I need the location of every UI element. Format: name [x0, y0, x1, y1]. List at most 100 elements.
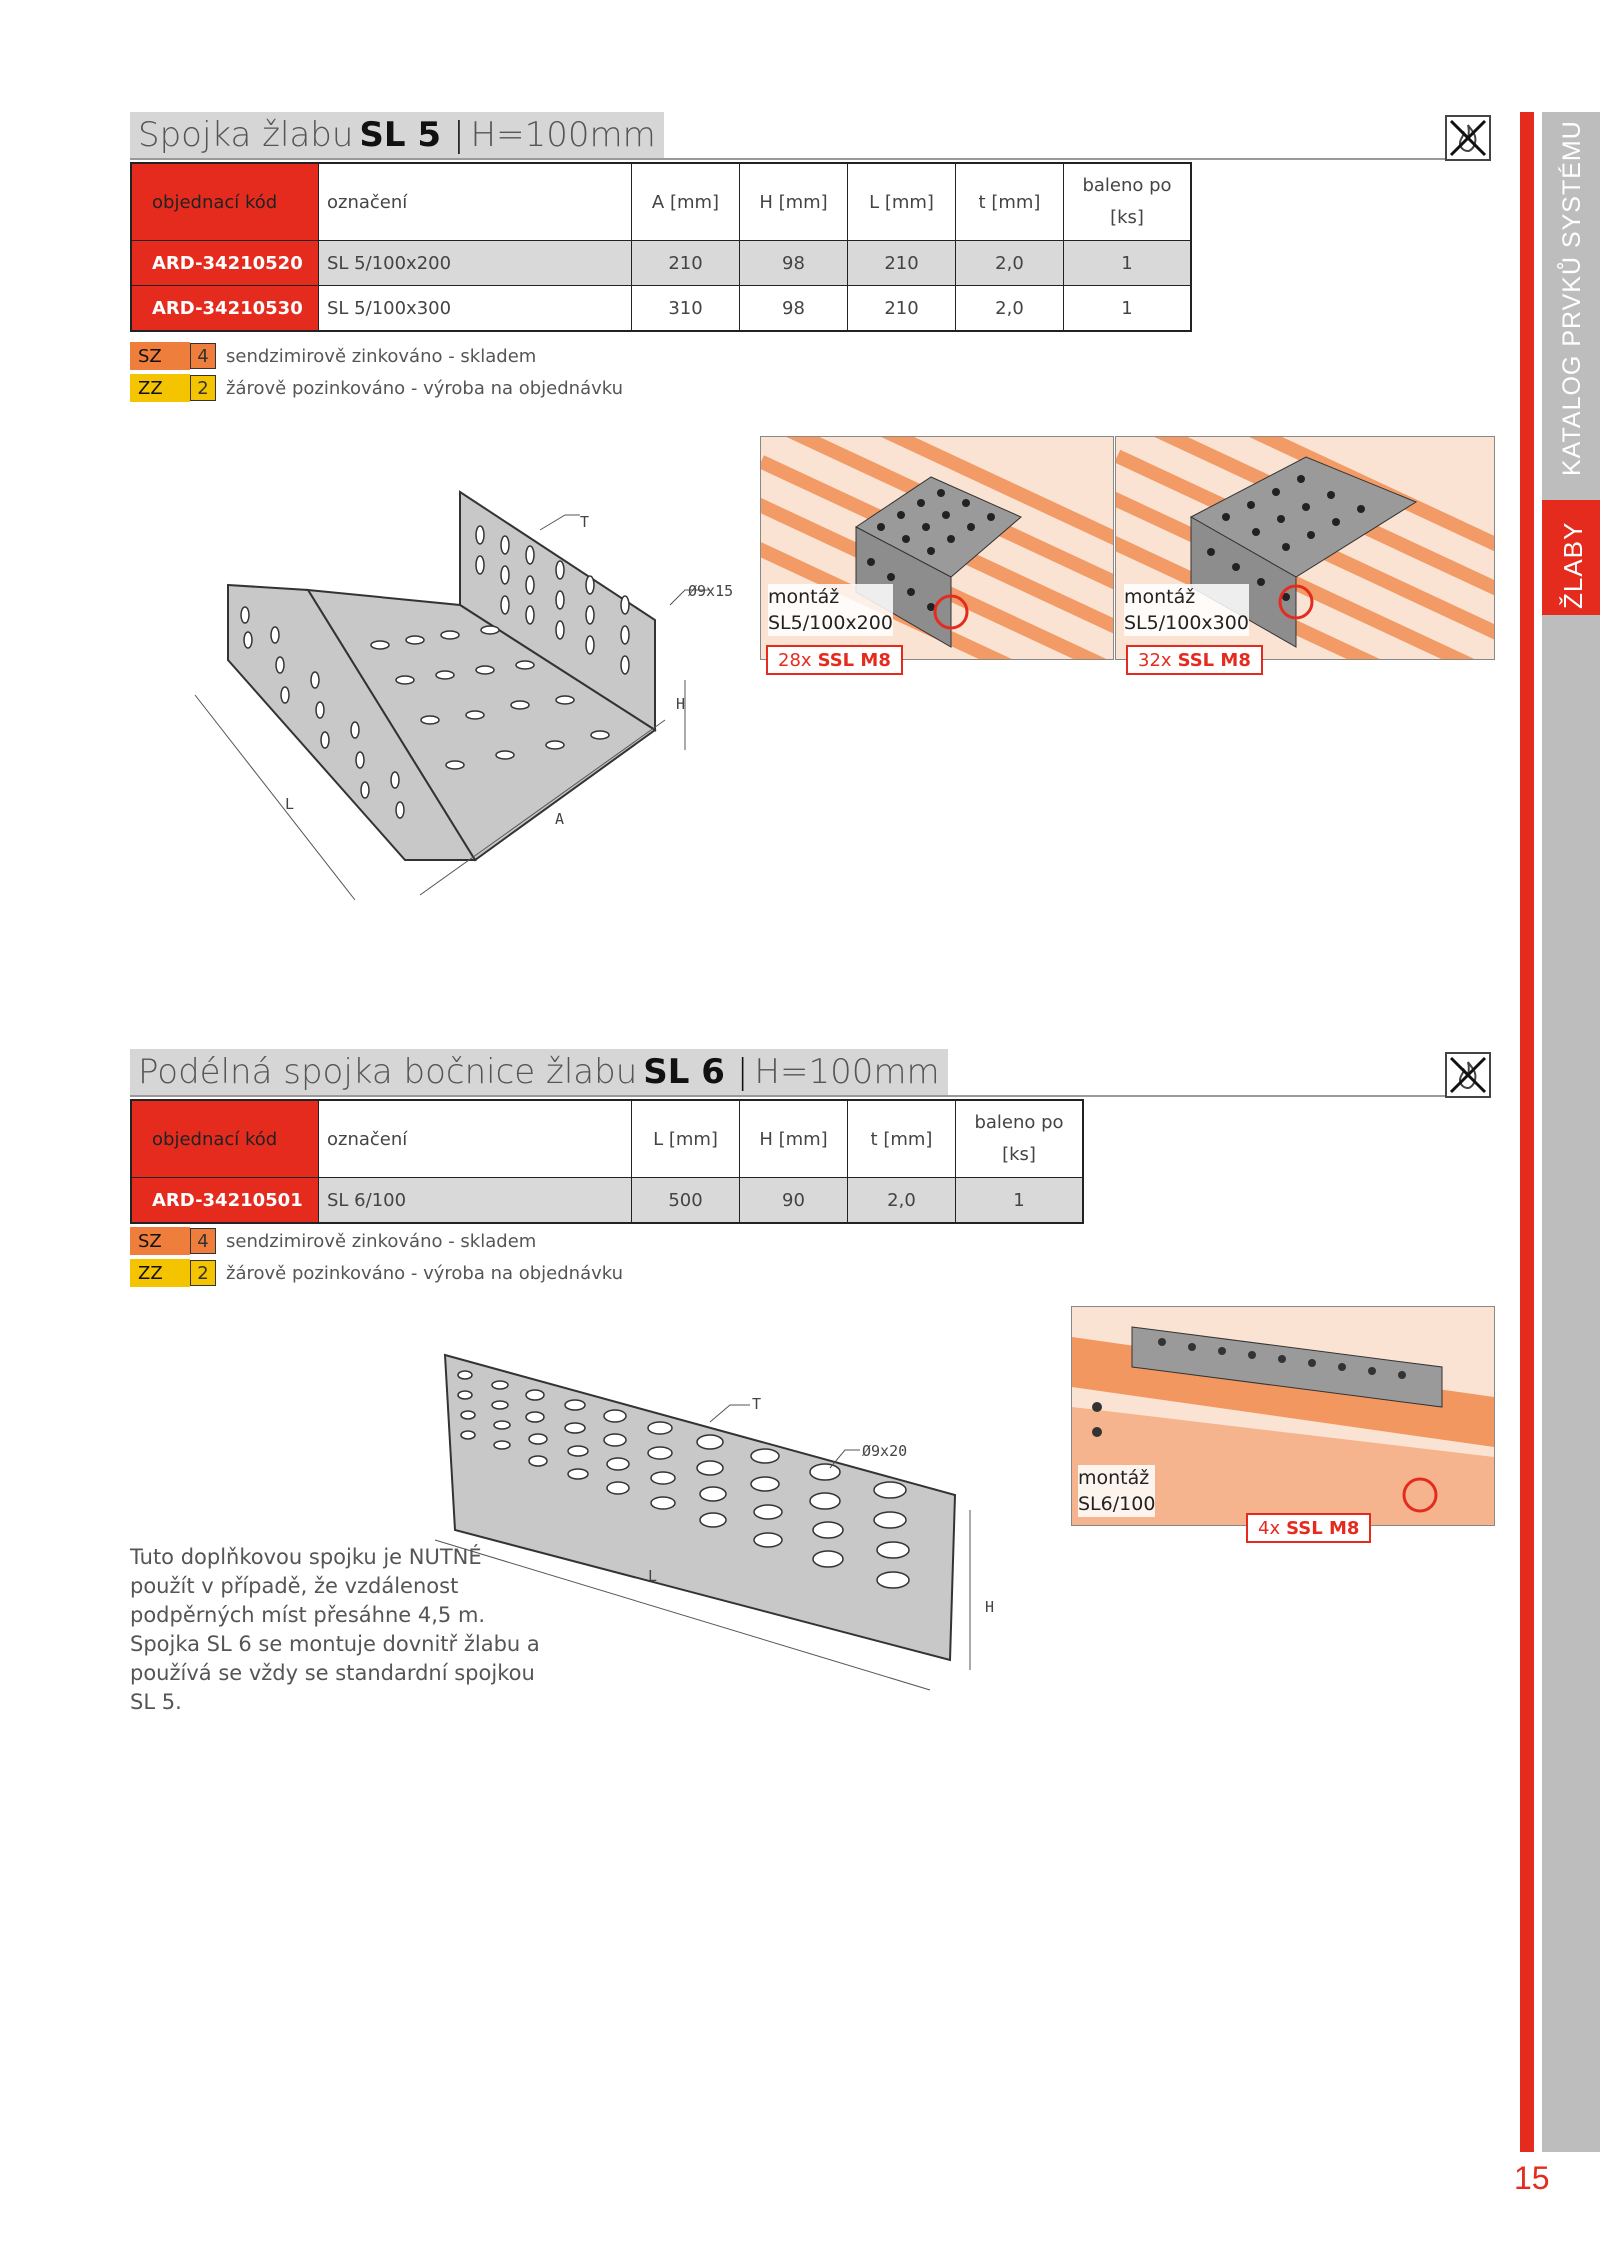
sidebar-catalog-label: KATALOG PRVKŮ SYSTÉMU [1558, 120, 1586, 476]
header-cell: H [mm] [739, 1099, 848, 1178]
table-header-row: objednací kód označení A [mm] H [mm] L [… [130, 162, 1192, 241]
no-fire-icon [1445, 115, 1491, 161]
header-cell: t [mm] [847, 1099, 956, 1178]
header-cell: označení [318, 1099, 632, 1178]
legend-text: žárově pozinkováno - výroba na objednávk… [226, 1262, 624, 1284]
header-cell: A [mm] [631, 162, 740, 241]
dim-label-a: A [555, 810, 565, 828]
screw-badge: 28x SSL M8 [766, 645, 903, 675]
table-cell: 1 [955, 1177, 1084, 1224]
no-fire-icon [1445, 1052, 1491, 1098]
legend-row-zz: ZZ 2 žárově pozinkováno - výroba na obje… [130, 1259, 623, 1287]
header-cell: objednací kód [130, 1099, 319, 1178]
table-cell: 210 [631, 240, 740, 286]
page-number: 15 [1514, 2160, 1550, 2196]
legend-num: 4 [190, 343, 216, 369]
section1-rule [130, 158, 1490, 160]
table-cell: 1 [1063, 285, 1192, 332]
slot-holes [240, 525, 630, 819]
screw-type: SSL M8 [1286, 1517, 1360, 1539]
screw-badge: 4x SSL M8 [1246, 1513, 1372, 1543]
dim-label-h: H [676, 695, 686, 713]
section1-title-code: SL 5 [359, 115, 442, 155]
table-cell: SL 5/100x200 [318, 240, 632, 286]
dim-label-t: T [752, 1395, 762, 1413]
table-cell: 210 [847, 240, 956, 286]
legend-tag: SZ [130, 1227, 190, 1255]
header-cell: L [mm] [847, 162, 956, 241]
table-cell: 1 [1063, 240, 1192, 286]
photo-caption: montáž SL5/100x300 [1124, 584, 1249, 636]
section2-title: Podélná spojka bočnice žlabu SL 6 | H=10… [130, 1049, 948, 1095]
photo-caption: montáž SL5/100x200 [768, 584, 893, 636]
photo-caption-line: montáž SL5/100x300 [1124, 586, 1249, 634]
table-cell: SL 5/100x300 [318, 285, 632, 332]
dim-label-hole: Ø9x20 [862, 1442, 908, 1460]
section1-title-sep: | [453, 115, 465, 155]
section2-title-height: H=100mm [754, 1052, 940, 1092]
sl6-drawing [434, 1353, 971, 1691]
slot-holes [457, 1370, 910, 1589]
legend-row-sz: SZ 4 sendzimirově zinkováno - skladem [130, 342, 536, 370]
legend-tag: ZZ [130, 1259, 190, 1287]
dim-label-l: L [285, 795, 295, 813]
sidebar-chapter-band [1542, 500, 1600, 615]
order-code: ARD-34210501 [130, 1177, 319, 1224]
legend-num: 4 [190, 1228, 216, 1254]
legend-text: sendzimirově zinkováno - skladem [226, 1230, 537, 1252]
assembly-photo-sl6 [1071, 1306, 1495, 1526]
order-code: ARD-34210530 [130, 285, 319, 332]
header-cell: baleno po [ks] [1063, 162, 1192, 241]
dim-label-h: H [985, 1598, 995, 1616]
section1-title: Spojka žlabu SL 5 | H=100mm [130, 112, 664, 158]
header-cell: označení [318, 162, 632, 241]
dim-label-l: L [648, 1567, 658, 1585]
sidebar-catalog-band [1542, 112, 1600, 2152]
table-row: ARD-34210520 SL 5/100x200 210 98 210 2,0… [130, 240, 1192, 286]
section2-heading: Podélná spojka bočnice žlabu SL 6 | H=10… [130, 1049, 948, 1095]
assembly-photo-sl5-200 [760, 436, 1114, 660]
section2-title-text: Podélná spojka bočnice žlabu [138, 1052, 638, 1092]
table-cell: 98 [739, 285, 848, 332]
dim-label-hole: Ø9x15 [688, 582, 734, 600]
header-cell: baleno po [ks] [955, 1099, 1084, 1178]
screw-count: 28x [778, 649, 812, 671]
table-row: ARD-34210501 SL 6/100 500 90 2,0 1 [130, 1177, 1084, 1224]
table-cell: 2,0 [847, 1177, 956, 1224]
legend-row-sz: SZ 4 sendzimirově zinkováno - skladem [130, 1227, 536, 1255]
header-cell: L [mm] [631, 1099, 740, 1178]
screw-type: SSL M8 [1177, 649, 1251, 671]
header-cell: objednací kód [130, 162, 319, 241]
photo-caption-line: montáž SL6/100 [1078, 1467, 1156, 1515]
legend-num: 2 [190, 375, 216, 401]
table-cell: 2,0 [955, 240, 1064, 286]
sl5-drawing [194, 490, 710, 901]
table-cell: 310 [631, 285, 740, 332]
screw-type: SSL M8 [817, 649, 891, 671]
legend-row-zz: ZZ 2 žárově pozinkováno - výroba na obje… [130, 374, 623, 402]
photo-caption-line: montáž SL5/100x200 [768, 586, 893, 634]
legend-tag: ZZ [130, 374, 190, 402]
section2-title-code: SL 6 [643, 1052, 725, 1092]
table-cell: SL 6/100 [318, 1177, 632, 1224]
photo-caption: montáž SL6/100 [1078, 1465, 1156, 1517]
legend-num: 2 [190, 1260, 216, 1286]
section1-heading: Spojka žlabu SL 5 | H=100mm [130, 112, 664, 158]
section1-title-height: H=100mm [470, 115, 656, 155]
sidebar-red-stripe [1520, 112, 1534, 2152]
sidebar-chapter-label: ŽLABY [1558, 521, 1588, 609]
section1-table: objednací kód označení A [mm] H [mm] L [… [130, 162, 1192, 332]
table-cell: 98 [739, 240, 848, 286]
legend-tag: SZ [130, 342, 190, 370]
section2-title-sep: | [736, 1052, 749, 1092]
header-cell: t [mm] [955, 162, 1064, 241]
table-row: ARD-34210530 SL 5/100x300 310 98 210 2,0… [130, 285, 1192, 332]
screw-badge: 32x SSL M8 [1126, 645, 1263, 675]
table-header-row: objednací kód označení L [mm] H [mm] t [… [130, 1099, 1084, 1178]
header-cell: H [mm] [739, 162, 848, 241]
assembly-photo-sl5-300 [1115, 436, 1495, 660]
section1-title-text: Spojka žlabu [138, 115, 354, 155]
table-cell: 210 [847, 285, 956, 332]
order-code: ARD-34210520 [130, 240, 319, 286]
legend-text: žárově pozinkováno - výroba na objednávk… [226, 377, 624, 399]
